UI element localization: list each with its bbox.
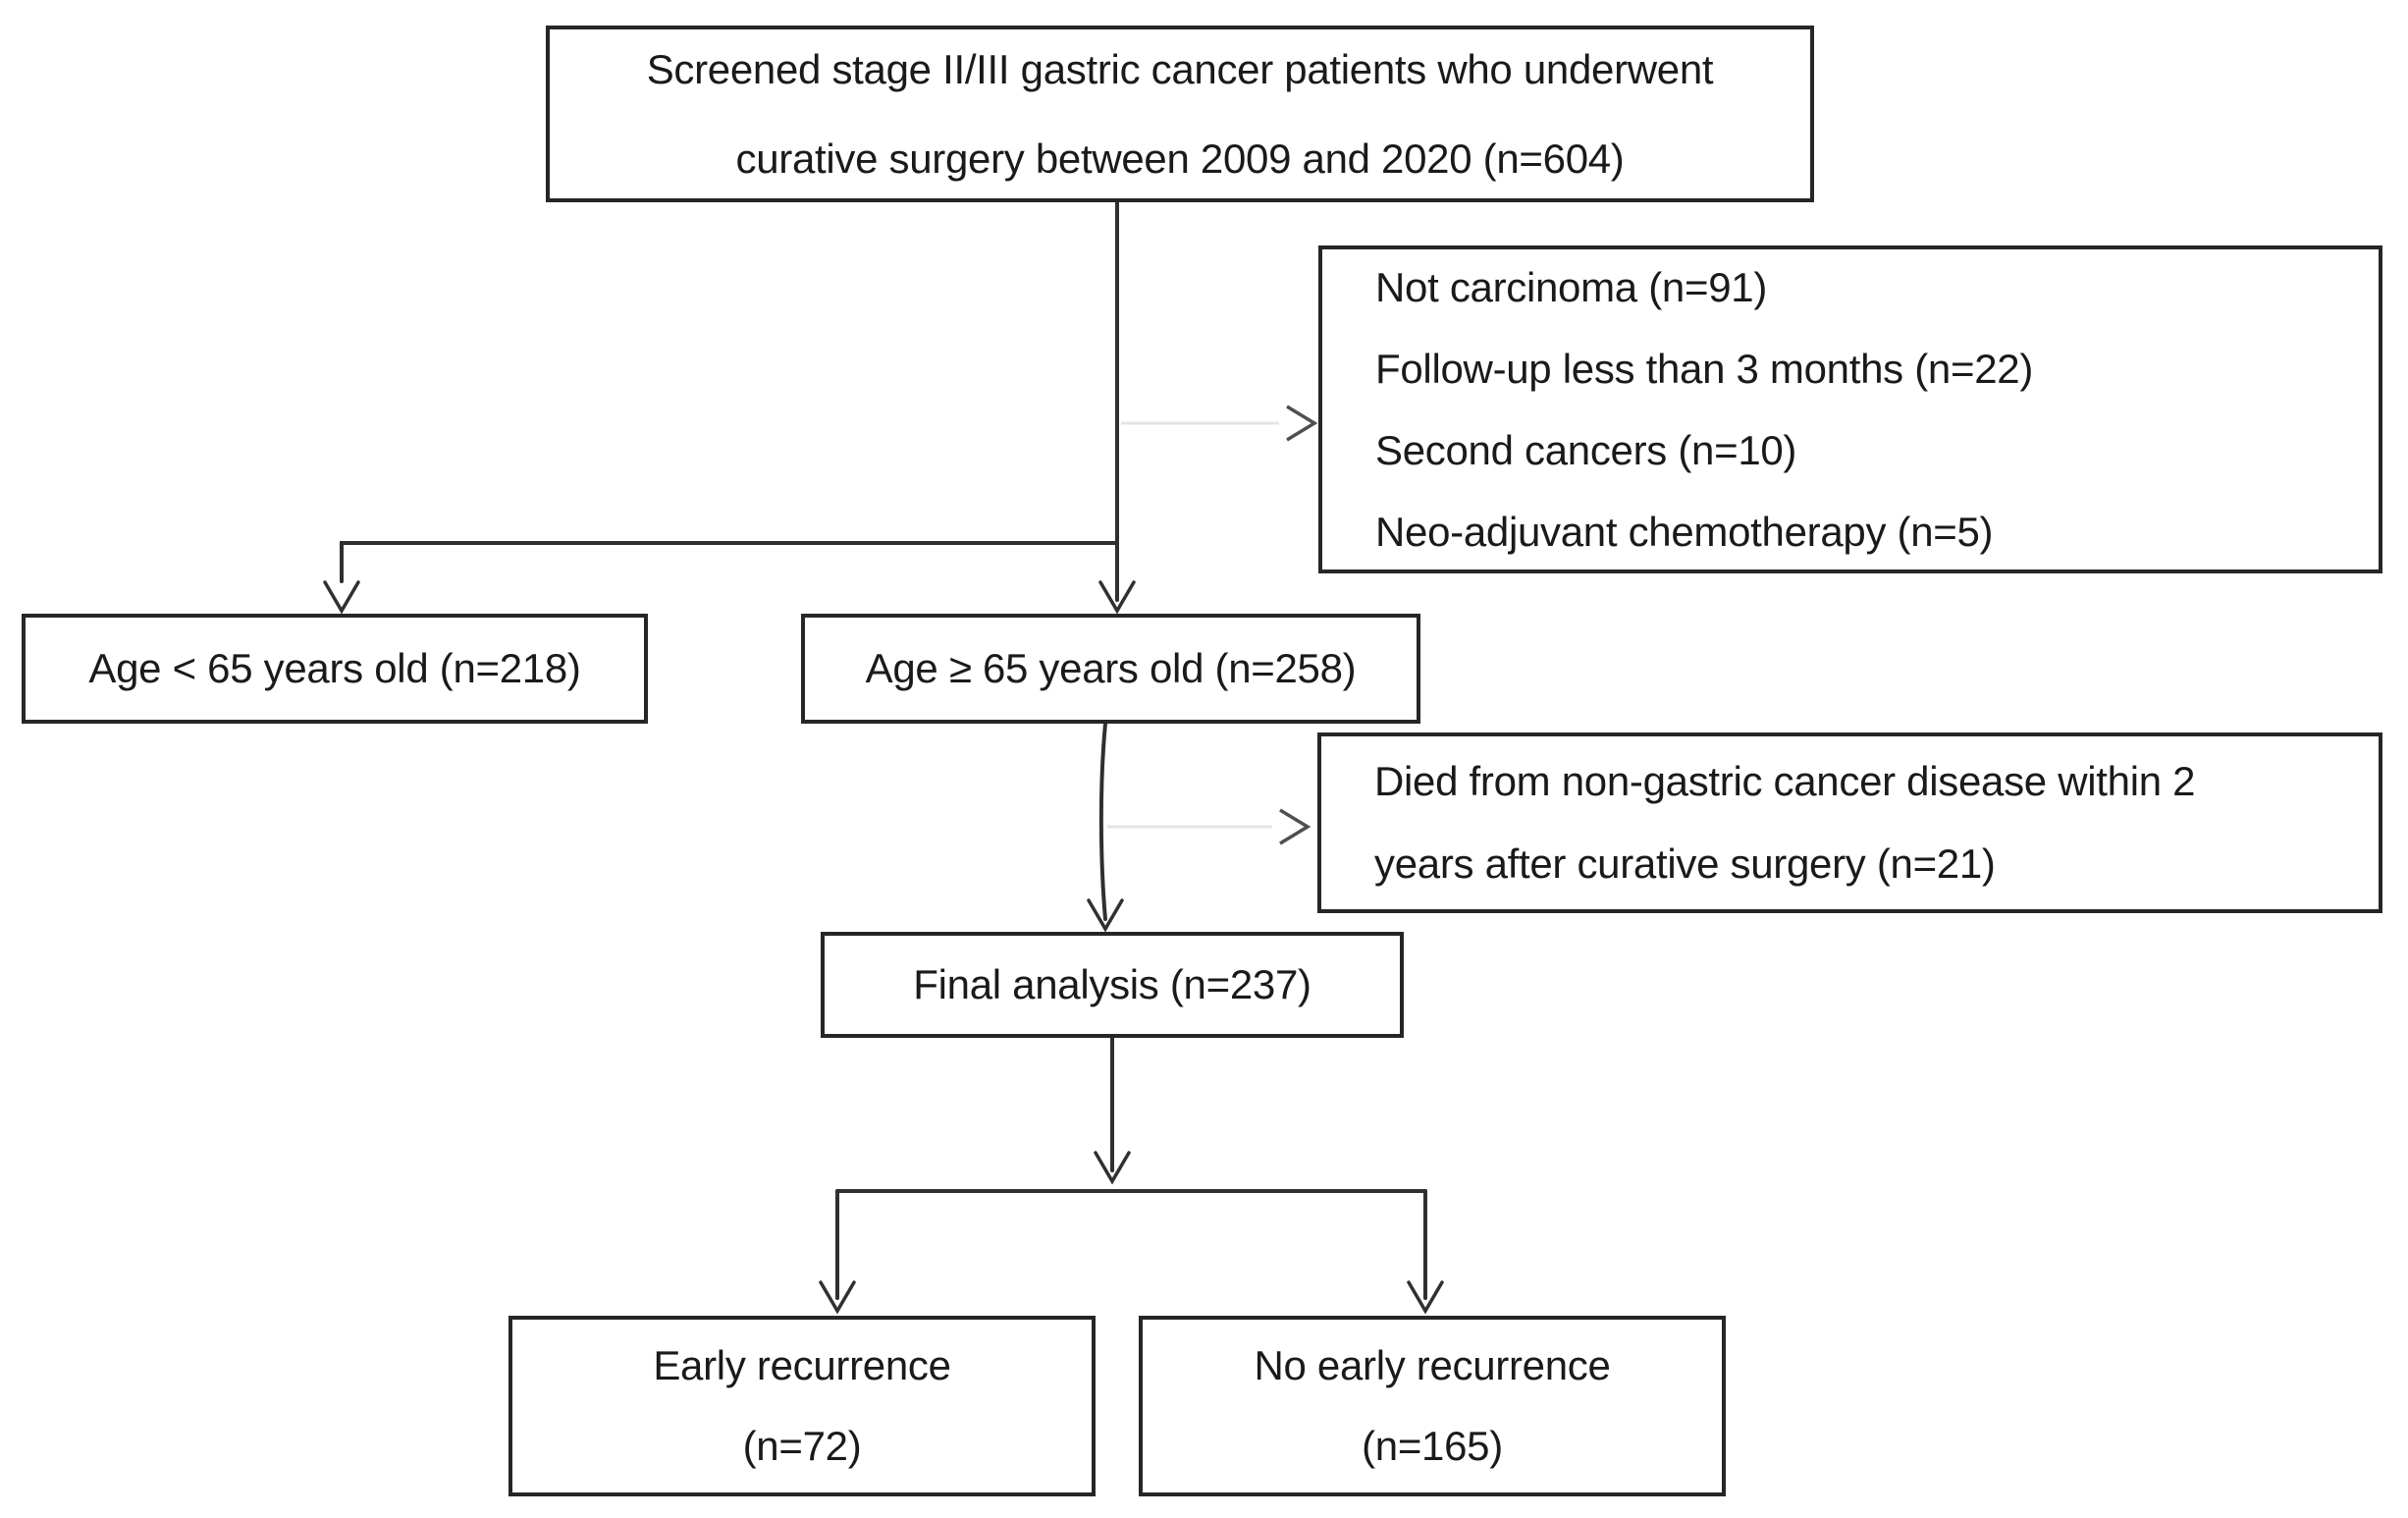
screened-patients-box: Screened stage II/III gastric cancer pat… bbox=[546, 26, 1814, 202]
box-label: Age ≥ 65 years old (n=258) bbox=[865, 645, 1357, 691]
exclusion-item: Second cancers (n=10) bbox=[1375, 427, 1797, 473]
early-recurrence-box: Early recurrence (n=72) bbox=[508, 1316, 1096, 1496]
box-label-line: years after curative surgery (n=21) bbox=[1374, 840, 1996, 887]
arrow-to-died-exclusion bbox=[1107, 808, 1311, 845]
exclusion-item: Neo-adjuvant chemotherapy (n=5) bbox=[1375, 509, 1994, 555]
died-non-gastric-box: Died from non-gastric cancer disease wit… bbox=[1317, 732, 2382, 913]
arrowhead-down-icon bbox=[1407, 1280, 1444, 1315]
arrowhead-right-icon bbox=[1279, 808, 1311, 845]
final-analysis-box: Final analysis (n=237) bbox=[821, 932, 1404, 1038]
box-label-line: (n=72) bbox=[742, 1423, 862, 1469]
arrowhead-down-icon bbox=[1098, 580, 1136, 615]
arrow-screened-to-age65 bbox=[1098, 200, 1136, 615]
box-label: Final analysis (n=237) bbox=[913, 961, 1311, 1007]
box-label-line: Died from non-gastric cancer disease wit… bbox=[1374, 758, 2196, 804]
exclusion-item: Not carcinoma (n=91) bbox=[1375, 264, 1768, 310]
age-65-plus-box: Age ≥ 65 years old (n=258) bbox=[801, 614, 1420, 724]
age-under-65-box: Age < 65 years old (n=218) bbox=[22, 614, 648, 724]
box-label-line: Early recurrence bbox=[653, 1342, 951, 1388]
arrow-final-to-split bbox=[1094, 1036, 1131, 1185]
box-label-line: curative surgery between 2009 and 2020 (… bbox=[735, 136, 1625, 182]
arrow-to-exclusions bbox=[1121, 405, 1318, 442]
arrow-age65-to-final bbox=[1087, 722, 1124, 933]
arrowhead-down-icon bbox=[819, 1280, 856, 1315]
exclusion-item: Follow-up less than 3 months (n=22) bbox=[1375, 346, 2034, 392]
box-label-line: No early recurrence bbox=[1254, 1342, 1611, 1388]
exclusion-criteria-box: Not carcinoma (n=91) Follow-up less than… bbox=[1318, 245, 2382, 573]
no-early-recurrence-box: No early recurrence (n=165) bbox=[1139, 1316, 1726, 1496]
arrowhead-down-icon bbox=[1094, 1151, 1131, 1185]
box-label: Age < 65 years old (n=218) bbox=[88, 645, 581, 691]
box-label-line: (n=165) bbox=[1362, 1423, 1503, 1469]
arrowhead-right-icon bbox=[1286, 405, 1318, 442]
arrowhead-down-icon bbox=[323, 580, 360, 615]
arrowhead-down-icon bbox=[1087, 898, 1124, 933]
box-label-line: Screened stage II/III gastric cancer pat… bbox=[646, 46, 1714, 92]
split-branch-connectors bbox=[819, 1189, 1444, 1315]
arrow-screened-to-under65 bbox=[323, 541, 1119, 615]
